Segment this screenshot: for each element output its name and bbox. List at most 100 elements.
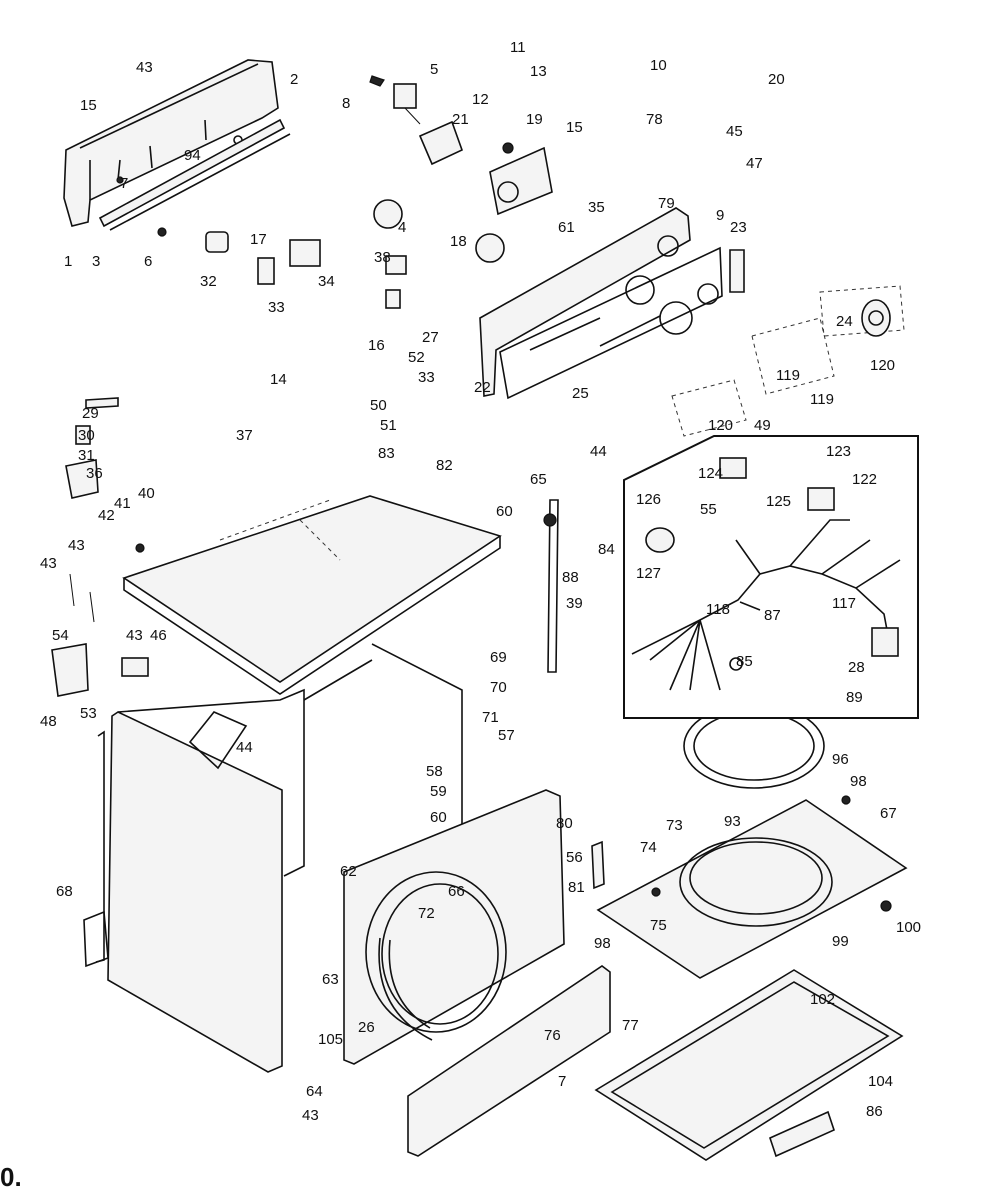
part-number-label: 23 [730,219,747,236]
part-number-label: 53 [80,705,97,722]
part-number-label: 83 [378,445,395,462]
part-number-label: 45 [726,123,743,140]
washer-top-lid [596,799,908,979]
inset-part-label: 118 [706,601,730,618]
part-number-label: 61 [558,219,575,236]
part-number-label: 42 [98,507,115,524]
base-tray [594,969,904,1161]
inset-part-label: 55 [700,501,717,518]
inset-part-label: 125 [766,493,791,510]
part-number-label: 93 [724,813,741,830]
part-number-label: 24 [836,313,853,330]
inset-part-label: 126 [636,491,661,508]
part-number-label: 57 [498,727,515,744]
part-number-label: 46 [150,627,167,644]
part-number-label: 80 [556,815,573,832]
part-number-label: 79 [658,195,675,212]
part-number-label: 120 [870,357,895,374]
part-number-label: 58 [426,763,443,780]
part-number-label: 75 [650,917,667,934]
cabinet-top [122,495,502,695]
part-number-label: 64 [306,1083,323,1100]
part-number-label: 48 [40,713,57,730]
part-number-label: 70 [490,679,507,696]
knob-parts-right [671,249,905,437]
part-number-label: 74 [640,839,657,856]
part-number-label: 52 [408,349,425,366]
part-number-label: 68 [56,883,73,900]
part-number-label: 60 [430,809,447,826]
part-number-label: 31 [78,447,95,464]
inset-part-label: 28 [848,659,865,676]
console-rail [98,118,291,231]
part-number-label: 82 [436,457,453,474]
part-number-label: 78 [646,111,663,128]
part-number-label: 47 [746,155,763,172]
part-number-label: 12 [472,91,489,108]
part-number-label: 6 [144,253,152,270]
part-number-label: 8 [342,95,350,112]
part-number-label: 17 [250,231,267,248]
part-number-label: 62 [340,863,357,880]
part-number-label: 84 [598,541,615,558]
part-number-label: 63 [322,971,339,988]
control-panel [479,207,723,400]
part-number-label: 96 [832,751,849,768]
part-number-label: 41 [114,495,131,512]
part-number-label: 43 [136,59,153,76]
console-back-panel [63,59,279,227]
part-number-label: 13 [530,63,547,80]
part-number-label: 1 [64,253,72,270]
inset-part-label: 89 [846,689,863,706]
inset-part-label: 123 [826,443,851,460]
part-number-label: 49 [754,417,771,434]
part-number-label: 38 [374,249,391,266]
toe-panel [407,965,611,1157]
part-number-label: 50 [370,397,387,414]
part-number-label: 16 [368,337,385,354]
part-number-label: 9 [716,207,724,224]
part-number-label: 119 [776,367,800,384]
part-number-label: 51 [380,417,397,434]
middle-small-parts [543,499,892,912]
part-number-label: 27 [422,329,439,346]
part-number-label: 10 [650,57,667,74]
part-number-label: 104 [868,1073,893,1090]
part-number-label: 15 [566,119,583,136]
part-number-label: 102 [810,991,835,1008]
figure-mark: 0. [0,1162,22,1192]
part-number-label: 69 [490,649,507,666]
part-number-label: 119 [810,391,834,408]
part-number-label: 33 [418,369,435,386]
part-number-label: 59 [430,783,447,800]
part-number-label: 4 [398,219,406,236]
part-number-label: 67 [880,805,897,822]
small-parts-left [116,176,321,285]
timer-parts [369,75,553,309]
inset-part-label: 122 [852,471,877,488]
part-number-label: 99 [832,933,849,950]
part-number-label: 43 [68,537,85,554]
part-number-label: 5 [430,61,438,78]
part-number-label: 81 [568,879,585,896]
part-number-label: 66 [448,883,465,900]
part-number-label: 30 [78,427,95,444]
part-number-label: 7 [558,1073,566,1090]
part-number-label: 20 [768,71,785,88]
cabinet-body [83,643,463,1073]
part-number-label: 40 [138,485,155,502]
part-number-label: 105 [318,1031,343,1048]
part-number-label: 43 [302,1107,319,1124]
part-number-label: 15 [80,97,97,114]
part-number-label: 3 [92,253,100,270]
part-number-label: 36 [86,465,103,482]
part-number-label: 94 [184,147,201,164]
inset-part-label: 127 [636,565,661,582]
part-number-label: 77 [622,1017,639,1034]
part-number-label: 22 [474,379,491,396]
part-number-label: 54 [52,627,69,644]
part-number-label: 2 [290,71,298,88]
